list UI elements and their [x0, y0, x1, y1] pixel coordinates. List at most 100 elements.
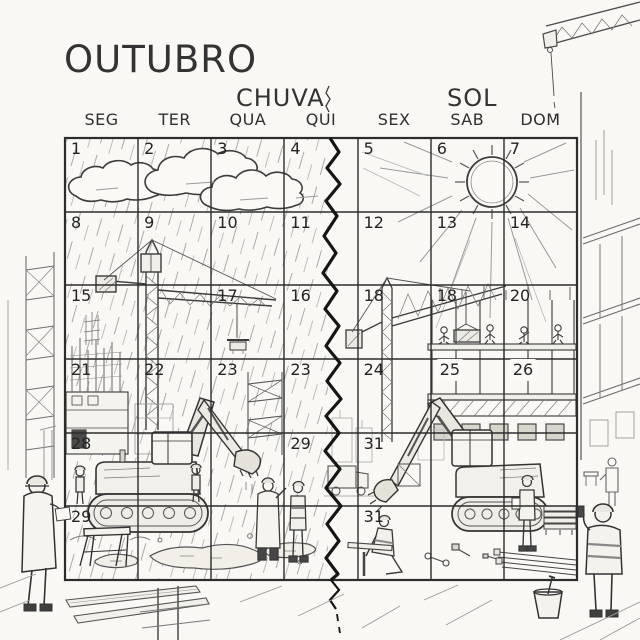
calendar-cell: 18 — [358, 285, 431, 359]
day-number: 25 — [436, 360, 464, 380]
bucket — [533, 575, 563, 619]
day-number: 22 — [144, 359, 165, 379]
worker-right-doorway — [583, 457, 619, 506]
calendar-cell: 17 — [211, 285, 284, 359]
excavator-left — [87, 397, 262, 533]
weekday-label: SAB — [450, 110, 485, 129]
calendar-cell — [504, 433, 577, 507]
calendar-cell: 25 — [431, 359, 504, 433]
calendar-cell: 26 — [504, 359, 577, 433]
scaffolding-left-margin — [7, 252, 57, 480]
weekday-label: TER — [158, 110, 191, 129]
calendar-cell: 14 — [504, 212, 577, 286]
day-number: 31 — [363, 433, 384, 453]
day-number: 13 — [436, 212, 458, 232]
tower-crane-left — [95, 238, 277, 430]
calendar-cell: 7 — [504, 138, 577, 212]
calendar-cell: 11 — [284, 212, 357, 286]
day-number: 29 — [71, 507, 92, 527]
day-number: 14 — [509, 212, 531, 232]
truck — [324, 465, 374, 497]
calendar-cell: 13 — [431, 212, 504, 286]
calendar-cell: 31 — [358, 506, 431, 580]
label-sol: SOL — [447, 84, 498, 112]
day-number: 24 — [363, 359, 384, 379]
day-number: 2 — [144, 139, 155, 158]
calendar-cell — [138, 433, 211, 507]
day-number: 9 — [144, 212, 155, 232]
calendar-cell — [431, 433, 504, 507]
calendar-cell: 23 — [284, 359, 357, 433]
day-number: 1 — [71, 139, 82, 158]
worker-right-vest — [577, 503, 623, 618]
day-number: 7 — [509, 139, 521, 158]
calendar-cell: 10 — [211, 212, 284, 286]
calendar-cell — [211, 506, 284, 580]
day-number: 18 — [436, 286, 458, 306]
calendar-cell: 31 — [358, 433, 431, 507]
day-number: 18 — [363, 286, 384, 306]
calendar-cell: 6 — [431, 138, 504, 212]
day-number: 26 — [509, 360, 537, 380]
construction-buildings-left — [65, 312, 283, 455]
day-number: 4 — [290, 139, 301, 158]
calendar-cell: 1 — [65, 138, 138, 212]
calendar-cell: 4 — [284, 138, 357, 212]
day-number: 10 — [217, 212, 238, 232]
day-number: 15 — [71, 286, 92, 306]
day-number: 23 — [217, 359, 238, 379]
calendar-cell: 2 — [138, 138, 211, 212]
calendar-cell: 28 — [65, 433, 138, 507]
weekday-label: DOM — [520, 110, 561, 129]
calendar-cell: 23 — [211, 359, 284, 433]
day-number: 5 — [363, 139, 374, 158]
day-number: 31 — [363, 507, 384, 527]
day-number: 8 — [71, 212, 82, 232]
calendar-cell: 29 — [284, 433, 357, 507]
calendar-cell — [284, 506, 357, 580]
ground-lines — [0, 573, 640, 640]
month-title: OUTUBRO — [64, 38, 258, 81]
calendar-cell: 16 — [284, 285, 357, 359]
calendar-cell: 18 — [431, 285, 504, 359]
calendar-cell: 3 — [211, 138, 284, 212]
day-number: 16 — [290, 286, 311, 306]
crane-jib-top-right — [542, 1, 640, 120]
sawhorse-barrier — [79, 526, 131, 567]
weekday-label: SEX — [377, 110, 411, 129]
calendar-cell: 24 — [358, 359, 431, 433]
steel-beams-bottom — [65, 585, 211, 640]
calendar-cell: 15 — [65, 285, 138, 359]
label-chuva: CHUVA — [236, 84, 325, 112]
day-number: 12 — [363, 212, 384, 232]
calendar-cell: 5 — [358, 138, 431, 212]
weekday-row: SEG TER QUA QUI SEX SAB DOM — [65, 110, 577, 129]
day-number: 29 — [290, 433, 311, 453]
day-number: 23 — [290, 359, 311, 379]
calendar-cell — [431, 506, 504, 580]
calendar-cell — [138, 285, 211, 359]
day-number: 6 — [436, 139, 447, 158]
day-number: 17 — [217, 286, 238, 306]
day-number: 20 — [509, 286, 531, 306]
weekday-label: QUI — [305, 110, 337, 129]
calendar-cell — [504, 506, 577, 580]
day-number: 11 — [290, 212, 311, 232]
calendar-cell: 12 — [358, 212, 431, 286]
workers-and-materials-right — [347, 463, 577, 576]
weekday-label: SEG — [84, 110, 119, 129]
weekday-label: QUA — [229, 110, 267, 129]
calendar-cell: 9 — [138, 212, 211, 286]
day-number: 28 — [71, 433, 92, 453]
day-number: 21 — [71, 359, 92, 379]
crack-divider — [321, 85, 343, 634]
calendar-cell — [138, 506, 211, 580]
calendar-cell: 21 — [65, 359, 138, 433]
calendar-grid-lines — [63, 136, 579, 582]
day-number: 3 — [217, 139, 228, 158]
calendar-cell: 29 — [65, 506, 138, 580]
